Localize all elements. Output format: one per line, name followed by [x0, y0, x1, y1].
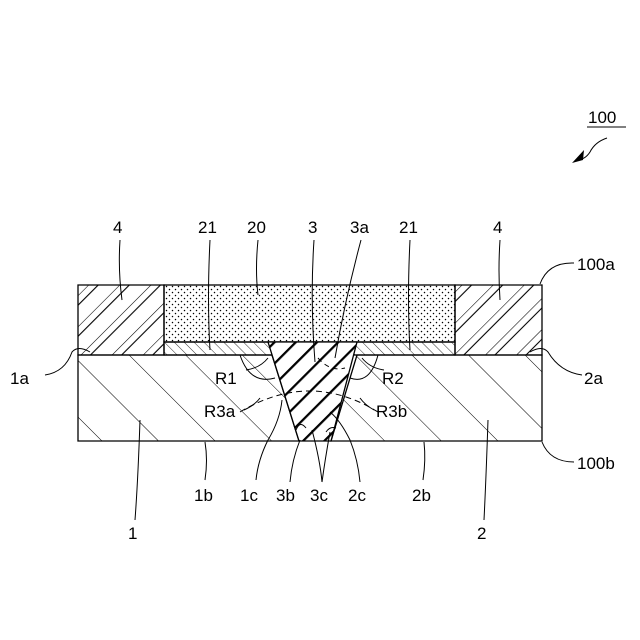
label-1b: 1b [194, 486, 213, 505]
label-2: 2 [477, 524, 486, 543]
label-2a: 2a [584, 369, 603, 388]
label-1a: 1a [10, 369, 29, 388]
label-2b: 2b [412, 486, 431, 505]
label-3c: 3c [310, 486, 328, 505]
label-2c: 2c [348, 486, 366, 505]
label-100a: 100a [577, 255, 615, 274]
label-20: 20 [247, 218, 266, 237]
label-3a: 3a [350, 218, 369, 237]
label-3b: 3b [276, 486, 295, 505]
label-1: 1 [128, 524, 137, 543]
label-r3b: R3b [376, 402, 407, 421]
element-20 [164, 285, 455, 342]
label-4-right: 4 [493, 218, 502, 237]
label-100b: 100b [577, 454, 615, 473]
label-21-left: 21 [198, 218, 217, 237]
base-member-2 [331, 355, 542, 441]
label-100: 100 [588, 108, 616, 127]
label-4-left: 4 [113, 218, 122, 237]
label-r1: R1 [215, 369, 237, 388]
label-r2: R2 [382, 369, 404, 388]
label-3: 3 [308, 218, 317, 237]
label-r3a: R3a [204, 402, 236, 421]
resin-layer-4-right [455, 285, 542, 355]
base-member-1 [78, 355, 299, 441]
label-21-right: 21 [399, 218, 418, 237]
label-1c: 1c [240, 486, 258, 505]
